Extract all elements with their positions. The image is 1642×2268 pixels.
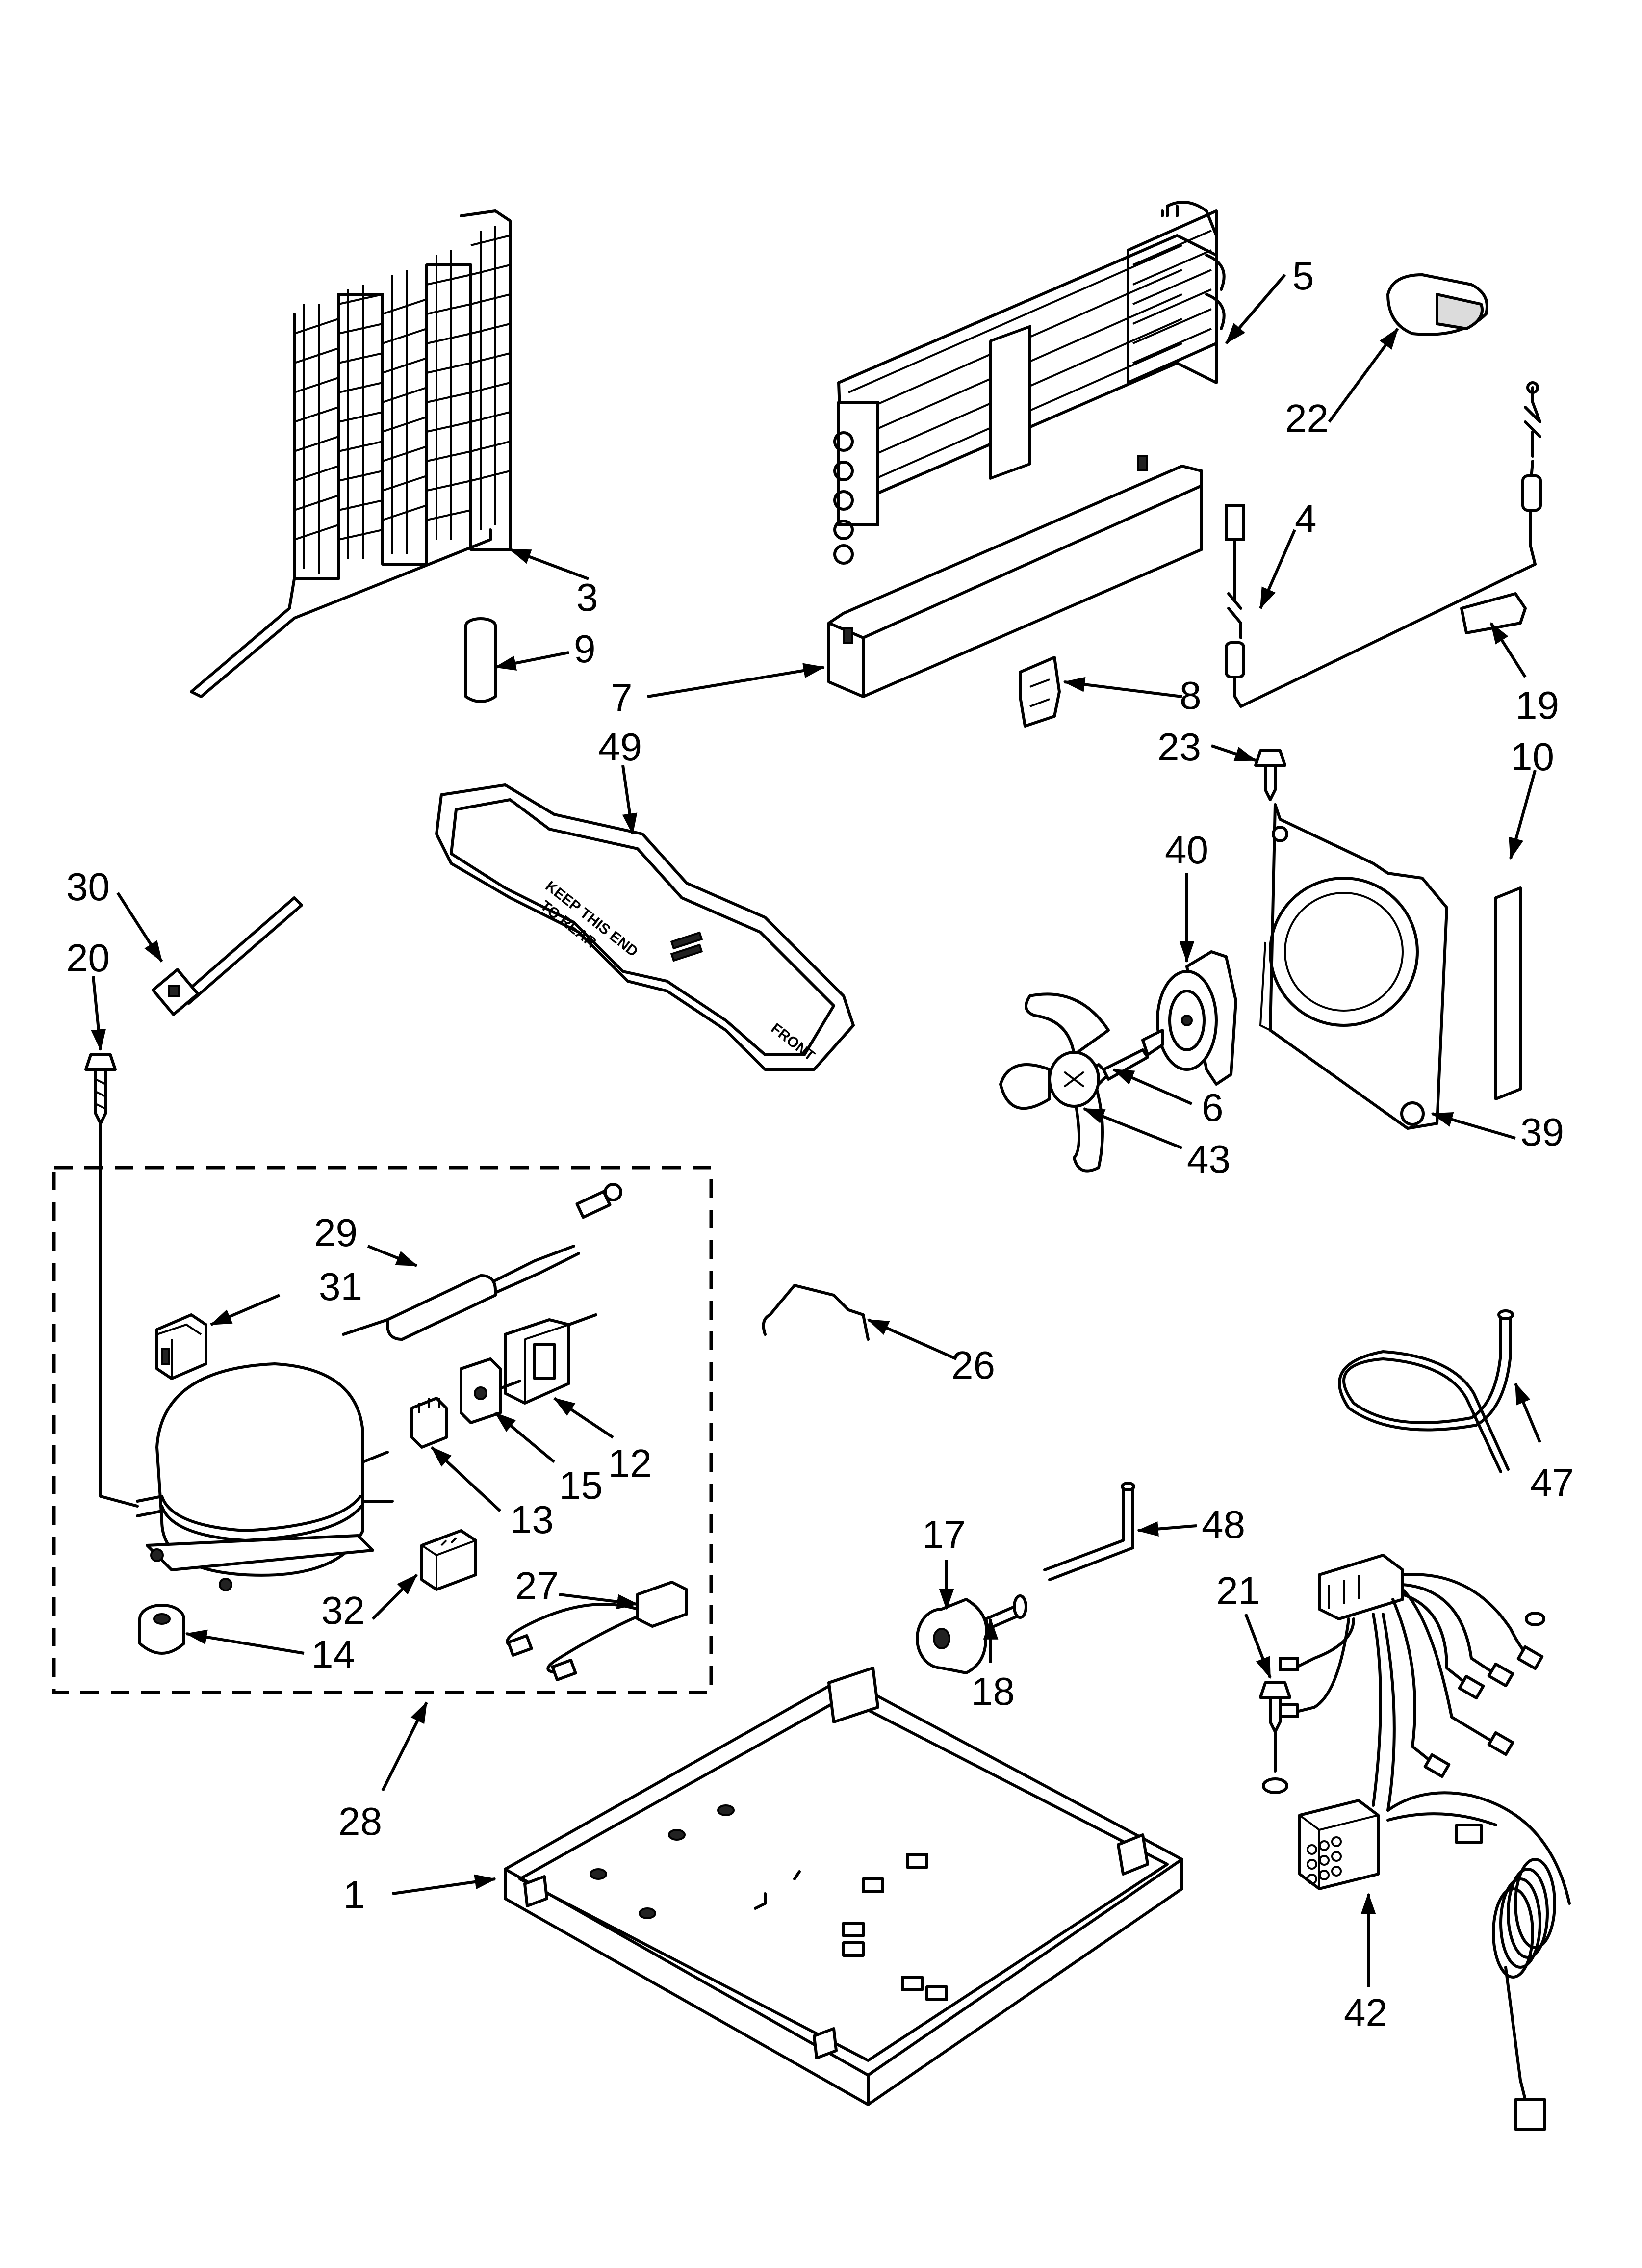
callout-26: 26 (951, 1343, 995, 1387)
part-32-capacitor (420, 1529, 477, 1591)
callout-14: 14 (311, 1633, 355, 1676)
part-14-grommet (138, 1604, 185, 1655)
part-48-pipe (1043, 1482, 1135, 1581)
part-15-start-device (460, 1357, 521, 1424)
part-29-dryer (342, 1183, 622, 1341)
callout-28: 28 (338, 1799, 382, 1843)
ground-wire (99, 1122, 139, 1508)
callout-23: 23 (1157, 725, 1201, 769)
drain-pan-part-49: KEEP THIS END TO REAR FRONT (435, 783, 855, 1071)
evaporator-part-5 (833, 201, 1226, 565)
callout-13: 13 (510, 1498, 554, 1541)
leader-lines (91, 274, 1541, 1987)
callout-8: 8 (1180, 674, 1202, 717)
part-4-sensor (1225, 381, 1542, 708)
callout-47: 47 (1530, 1461, 1574, 1505)
callout-20: 20 (66, 936, 110, 980)
callout-5: 5 (1292, 254, 1314, 298)
part-17-roller (916, 1598, 988, 1674)
part-30-cable-tie (151, 896, 303, 1016)
callout-15: 15 (559, 1463, 603, 1507)
part-39-fan-shroud (1259, 803, 1448, 1130)
condenser-coil-part-3 (190, 209, 512, 698)
callout-42: 42 (1344, 1991, 1387, 2034)
callout-49: 49 (598, 725, 642, 769)
part-42-main-harness (1279, 1554, 1571, 2131)
callout-21: 21 (1216, 1569, 1260, 1613)
compressor-body (136, 1362, 394, 1591)
part-22-cap (1386, 273, 1488, 336)
part-8-bracket (1019, 656, 1061, 728)
compressor-assembly-boundary-part-28 (52, 1166, 713, 1694)
part-13-terminal-cover (410, 1397, 448, 1449)
callout-6: 6 (1202, 1086, 1224, 1129)
part-26-wire-clip (762, 1284, 870, 1341)
callout-29: 29 (314, 1211, 358, 1254)
callout-40: 40 (1165, 828, 1208, 872)
part-47-tube (1338, 1309, 1514, 1473)
part-31-overload (155, 1313, 207, 1380)
drain-trough-part-7 (827, 455, 1203, 698)
part-43-fan-blade (999, 992, 1110, 1173)
callout-18: 18 (971, 1669, 1015, 1713)
callout-17: 17 (922, 1512, 966, 1556)
callout-4: 4 (1295, 497, 1317, 541)
callout-22: 22 (1285, 396, 1329, 440)
part-19-clip (1460, 592, 1527, 634)
callout-27: 27 (515, 1564, 559, 1608)
callout-30: 30 (66, 865, 110, 909)
callout-3: 3 (576, 575, 598, 619)
part-10-strip (1494, 886, 1522, 1100)
part-1-base-frame (504, 1667, 1183, 2106)
part-40-fan-motor (1141, 950, 1237, 1086)
callout-31: 31 (319, 1265, 362, 1308)
callout-32: 32 (321, 1589, 365, 1632)
part-12-relay (504, 1313, 597, 1405)
callout-12: 12 (608, 1441, 652, 1485)
callout-numbers: 3 9 7 5 22 4 8 19 23 10 49 30 20 40 6 39… (66, 254, 1574, 2034)
part-20-screw (84, 1053, 117, 1125)
part-23-screw (1254, 749, 1286, 801)
callout-48: 48 (1202, 1503, 1245, 1546)
callout-19: 19 (1515, 683, 1559, 727)
callout-10: 10 (1511, 735, 1554, 779)
part-27-wire-harness (506, 1581, 688, 1681)
callout-9: 9 (574, 627, 596, 671)
part-21-screw (1259, 1681, 1291, 1794)
callout-39: 39 (1520, 1110, 1564, 1154)
callout-7: 7 (611, 676, 633, 720)
callout-1: 1 (343, 1873, 365, 1917)
callout-43: 43 (1187, 1137, 1231, 1181)
part-9-cylinder (464, 617, 497, 703)
